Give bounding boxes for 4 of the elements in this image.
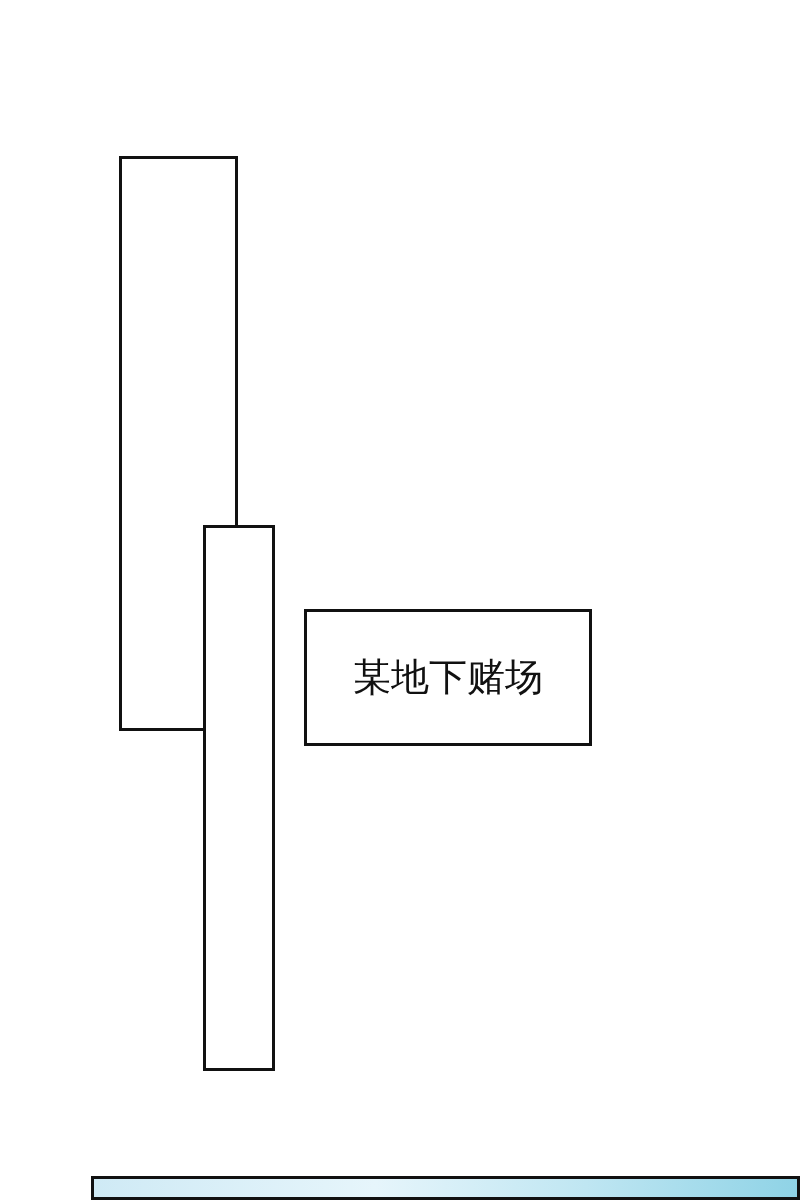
panel-frame: [91, 1176, 800, 1200]
panel-frame: [203, 525, 275, 1071]
caption-box: [304, 609, 592, 746]
caption-text: 某地下赌场: [353, 654, 543, 701]
